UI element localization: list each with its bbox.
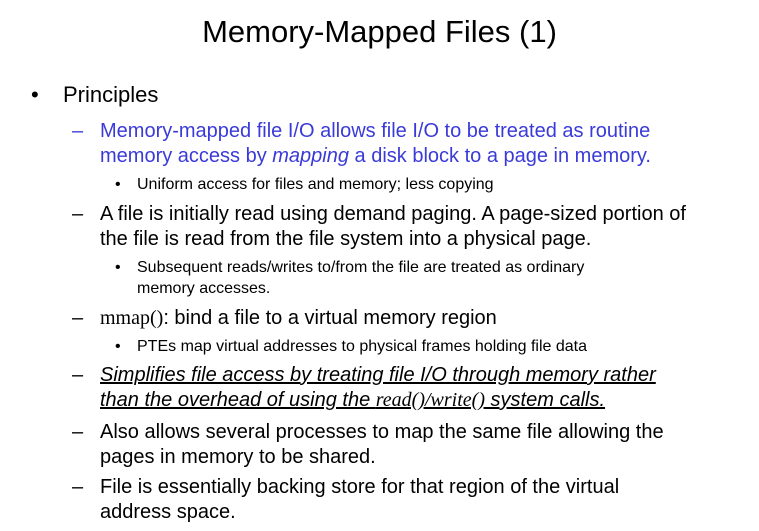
subitem-text: PTEs map virtual addresses to physical f… (137, 338, 587, 355)
bullet-dot: • (31, 82, 39, 107)
item-text: A file is initially read using demand pa… (100, 202, 686, 252)
subitem-dot: • (115, 259, 121, 276)
item-dash: – (72, 307, 84, 329)
item-line: the file is read from the file system in… (100, 228, 592, 250)
item-line: memory access by mapping a disk block to… (100, 144, 651, 169)
item-text-part: memory access by (100, 145, 273, 167)
item-line: Simplifies file access by treating file … (100, 364, 656, 386)
subitem-text: Subsequent reads/writes to/from the file… (137, 257, 584, 299)
item-dash: – (72, 120, 84, 142)
item-dash: – (72, 364, 84, 386)
slide-title: Memory-Mapped Files (1) (202, 14, 557, 49)
item-dash: – (72, 203, 84, 225)
item-dash: – (72, 476, 84, 498)
subitem-line: memory accesses. (137, 280, 271, 297)
subitem-dot: • (115, 176, 121, 193)
item-text-part: than the overhead of using the (100, 389, 376, 411)
item-text-part: : bind a file to a virtual memory region (163, 307, 497, 329)
subitem-text: Uniform access for files and memory; les… (137, 176, 494, 193)
item-line: A file is initially read using demand pa… (100, 203, 686, 225)
emphasis-mapping: mapping (272, 145, 349, 167)
item-text-part: a disk block to a page in memory. (348, 145, 651, 167)
subitem-line: Subsequent reads/writes to/from the file… (137, 259, 585, 276)
subitem-dot: • (115, 338, 121, 355)
item-text: Also allows several processes to map the… (100, 420, 664, 470)
item-text: mmap(): bind a file to a virtual memory … (100, 306, 497, 331)
item-text-part: system calls. (485, 389, 606, 411)
item-line: address space. (100, 501, 236, 523)
item-text: Memory-mapped file I/O allows file I/O t… (100, 119, 651, 169)
item-text: Simplifies file access by treating file … (100, 363, 656, 413)
item-text: File is essentially backing store for th… (100, 475, 619, 525)
code-read-write: read()/write() (375, 389, 485, 411)
item-line: Also allows several processes to map the… (100, 421, 664, 443)
principles-label: Principles (63, 82, 159, 107)
item-line: Memory-mapped file I/O allows file I/O t… (100, 120, 651, 142)
item-line: File is essentially backing store for th… (100, 476, 620, 498)
code-mmap: mmap() (100, 307, 164, 329)
item-dash: – (72, 421, 84, 443)
item-line: than the overhead of using the read()/wr… (100, 388, 656, 413)
item-line: pages in memory to be shared. (100, 446, 376, 468)
